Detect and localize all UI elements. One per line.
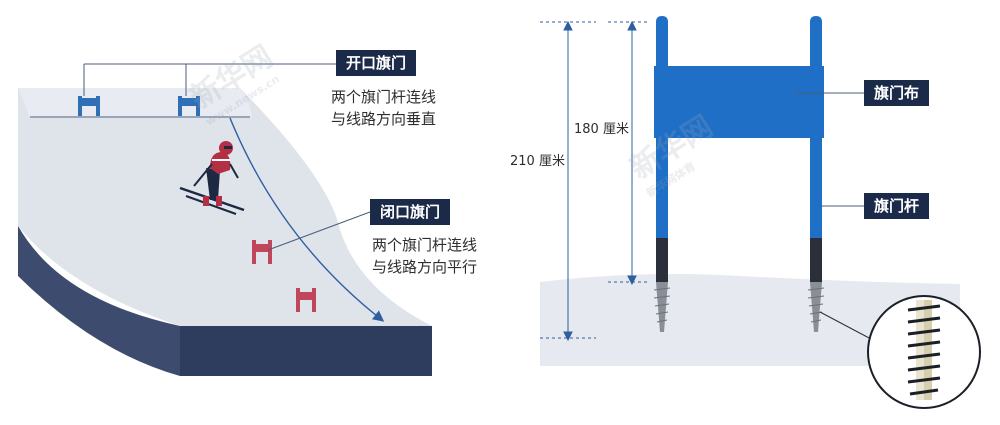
closed-gate-title: 闭口旗门 <box>370 199 451 225</box>
dimension-210-label: 210 厘米 <box>510 154 565 169</box>
closed-gate-desc-line1: 两个旗门杆连线 <box>372 236 478 254</box>
flag-cloth-label: 旗门布 <box>864 80 930 106</box>
skier-figure <box>179 141 245 215</box>
open-gate-desc-line1: 两个旗门杆连线 <box>331 88 437 106</box>
closed-gate-description: 两个旗门杆连线 与线路方向平行 <box>372 234 477 278</box>
ski-slope <box>18 88 432 376</box>
gate-pole-right <box>807 16 825 332</box>
closed-gate-desc-line2: 与线路方向平行 <box>372 258 478 276</box>
slope-front-face <box>180 326 432 376</box>
open-gate-desc-line2: 与线路方向垂直 <box>331 110 437 128</box>
slope-top-band <box>18 88 252 118</box>
gate-pole-left <box>653 16 671 332</box>
dimension-180 <box>608 20 650 286</box>
open-gate-left <box>78 96 100 116</box>
closed-gate-upper <box>252 240 272 264</box>
slope-side-shade <box>18 226 180 376</box>
flag-cloth <box>654 66 824 138</box>
course-direction-arrow <box>229 117 385 322</box>
pole-detail-magnifier <box>867 295 981 409</box>
dimension-180-label: 180 厘米 <box>574 122 629 137</box>
flag-pole-label: 旗门杆 <box>864 193 930 219</box>
open-gate-right <box>178 96 200 116</box>
closed-gate-lower <box>296 288 316 312</box>
open-gate-leader <box>30 63 336 118</box>
snow-ground <box>540 274 960 366</box>
closed-gate-leader <box>267 211 371 251</box>
open-gate-title: 开口旗门 <box>336 50 417 76</box>
slope-top-surface <box>18 88 432 326</box>
dimension-210 <box>540 20 596 342</box>
open-gate-description: 两个旗门杆连线 与线路方向垂直 <box>331 86 436 130</box>
